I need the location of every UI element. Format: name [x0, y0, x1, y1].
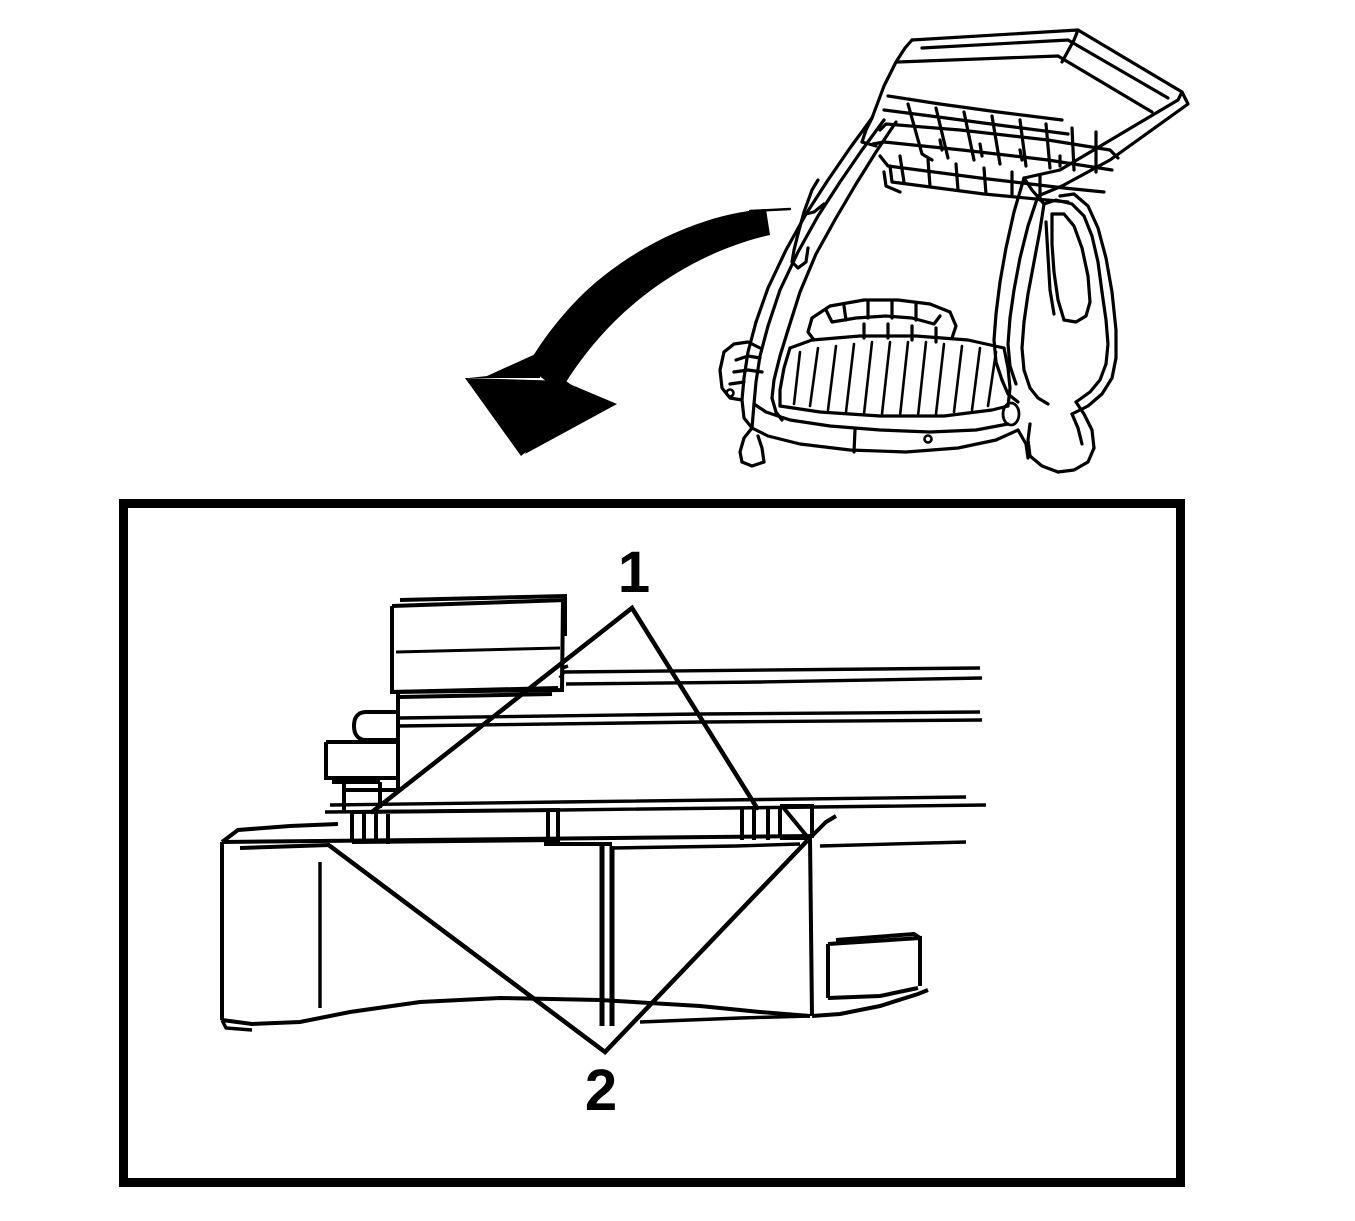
callout-leaders [327, 604, 809, 1055]
callout-2-label: 2 [585, 1058, 617, 1123]
callout-1-label: 1 [618, 540, 650, 605]
vehicle-rear-cargo-area-overview [718, 28, 1190, 474]
detail-callout-arrow [465, 209, 770, 456]
callout-1-leader [369, 604, 760, 815]
callout-2-leader [327, 839, 809, 1055]
